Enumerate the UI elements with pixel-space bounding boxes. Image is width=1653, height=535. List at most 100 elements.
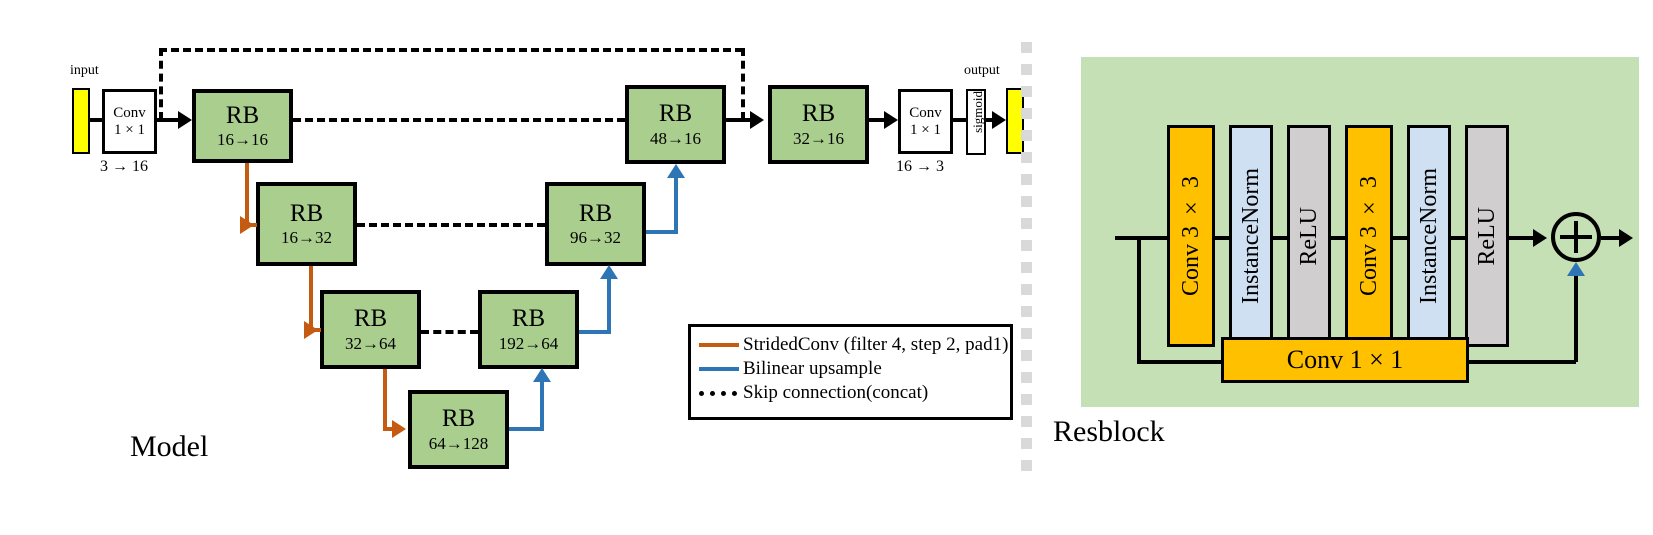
upsample-rb6-to-rb7-vertical <box>674 178 678 232</box>
arrow-sigmoid-to-output <box>992 111 1006 129</box>
edge-stemconv-to-rb1 <box>157 118 181 122</box>
resblock-caption: Resblock <box>1053 415 1165 448</box>
resblock-instancenorm-2-label: InstanceNorm <box>1415 168 1442 304</box>
resblock-diagram: Conv 3 × 3 InstanceNorm ReLU Conv 3 × 3 … <box>1053 0 1653 535</box>
input-label: input <box>70 63 99 78</box>
resblock-relu-1-label: ReLU <box>1295 206 1322 266</box>
rb-channels: 32→16 <box>793 128 844 148</box>
rb-channels: 32→64 <box>345 333 396 353</box>
rb-title: RB <box>801 100 836 128</box>
rb-title: RB <box>511 305 546 333</box>
upsample-rb6-to-rb7-horizontal <box>646 230 678 234</box>
rb-block-96-32: RB 96→32 <box>545 182 646 266</box>
sigmoid-block: sigmoid <box>966 89 986 155</box>
shortcut-down-vertical <box>1137 236 1141 364</box>
arrow-upsample-rb4-to-rb5 <box>533 368 551 382</box>
rb-title: RB <box>441 405 476 433</box>
skip-rb3-to-rb5 <box>421 330 478 334</box>
shortcut-up-vertical <box>1574 275 1578 362</box>
edge-rb7-to-rb8 <box>726 118 754 122</box>
rb-block-48-16: RB 48→16 <box>625 85 726 164</box>
legend-item-skip: Skip connection(concat) <box>699 381 1000 405</box>
rb-block-16-16: RB 16→16 <box>192 89 293 163</box>
shortcut-bottom-horizontal-right <box>1469 360 1576 364</box>
model-diagram: input Conv 1 × 1 3 → 16 RB 16→16 RB 16→3… <box>70 48 1024 469</box>
head-conv-line1: Conv <box>909 105 942 121</box>
resblock-relu-1: ReLU <box>1287 125 1331 347</box>
arrow-upsample-rb5-to-rb6 <box>600 265 618 279</box>
arrow-resblock-output <box>1619 229 1633 247</box>
rb-channels: 64→128 <box>428 433 489 453</box>
edge-input-to-stemconv <box>90 118 102 122</box>
rb-block-64-128: RB 64→128 <box>408 390 509 469</box>
resblock-instancenorm-1: InstanceNorm <box>1229 125 1273 347</box>
stridedconv-rb3-to-rb4-vertical <box>383 369 387 431</box>
resblock-conv3x3-2-label: Conv 3 × 3 <box>1355 175 1382 296</box>
rb-channels: 192→64 <box>498 333 559 353</box>
arrow-stridedconv-rb1-to-rb2 <box>240 216 254 234</box>
rb-channels: 96→32 <box>570 228 621 248</box>
rb-title: RB <box>658 100 693 128</box>
rb-block-16-32: RB 16→32 <box>256 182 357 266</box>
resblock-sum-node <box>1551 212 1601 262</box>
arrow-stemconv-to-rb1 <box>178 111 192 129</box>
rb-block-32-16: RB 32→16 <box>768 85 869 164</box>
edge-rb8-to-headconv <box>869 118 892 122</box>
legend-swatch-skip <box>699 390 737 396</box>
resblock-relu-2-label: ReLU <box>1473 206 1500 266</box>
sigmoid-label: sigmoid <box>970 91 985 133</box>
edge-sigmoid-to-output <box>986 118 996 122</box>
arrow-rb7-to-rb8 <box>750 111 764 129</box>
rb-block-32-64: RB 32→64 <box>320 290 421 369</box>
stem-conv-line1: Conv <box>113 105 146 121</box>
input-tensor <box>72 88 90 154</box>
resblock-instancenorm-1-label: InstanceNorm <box>1237 168 1264 304</box>
rb-channels: 48→16 <box>650 128 701 148</box>
legend-swatch-upsample <box>699 367 739 371</box>
arrow-stridedconv-rb2-to-rb3 <box>304 321 318 339</box>
resblock-shortcut-conv1x1: Conv 1 × 1 <box>1221 337 1469 383</box>
stridedconv-rb1-to-rb2-vertical <box>245 163 249 227</box>
arrow-shortcut-to-sum <box>1567 262 1585 276</box>
rb-title: RB <box>225 101 260 129</box>
rb-title: RB <box>289 199 324 227</box>
upsample-rb5-to-rb6-horizontal <box>579 330 611 334</box>
legend-label-stridedconv: StridedConv (filter 4, step 2, pad1) <box>743 334 1009 355</box>
upsample-rb5-to-rb6-vertical <box>607 278 611 332</box>
head-conv-line2: 1 × 1 <box>910 121 941 138</box>
head-conv-caption: 16 → 3 <box>896 158 944 175</box>
arrow-stridedconv-rb3-to-rb4 <box>392 420 406 438</box>
model-caption: Model <box>130 430 209 463</box>
skip-top-left-vertical <box>159 48 163 120</box>
legend-label-skip: Skip connection(concat) <box>743 382 929 403</box>
upsample-rb4-to-rb5-horizontal <box>509 427 544 431</box>
stridedconv-rb3-to-rb4-horizontal <box>383 427 395 431</box>
shortcut-bottom-horizontal-left <box>1137 360 1225 364</box>
panel-divider <box>1021 42 1032 482</box>
rb-title: RB <box>578 199 613 227</box>
legend-label-upsample: Bilinear upsample <box>743 358 882 379</box>
resblock-conv3x3-2: Conv 3 × 3 <box>1345 125 1393 347</box>
upsample-rb4-to-rb5-vertical <box>540 381 544 429</box>
skip-top-horizontal <box>159 48 743 52</box>
edge-headconv-to-sigmoid <box>953 118 966 122</box>
legend-swatch-stridedconv <box>699 343 739 347</box>
rb-channels: 16→32 <box>281 228 332 248</box>
skip-rb1-to-rb7 <box>293 118 625 122</box>
skip-top-right-vertical <box>741 48 745 120</box>
head-conv-block: Conv 1 × 1 <box>898 89 953 154</box>
resblock-output-line <box>1601 236 1625 240</box>
resblock-instancenorm-2: InstanceNorm <box>1407 125 1451 347</box>
resblock-shortcut-conv1x1-label: Conv 1 × 1 <box>1286 345 1404 374</box>
stem-conv-line2: 1 × 1 <box>114 121 145 138</box>
stridedconv-rb2-to-rb3-vertical <box>309 266 313 332</box>
arrow-rb8-to-headconv <box>884 111 898 129</box>
resblock-conv3x3-1: Conv 3 × 3 <box>1167 125 1215 347</box>
output-label: output <box>964 63 1000 78</box>
legend: StridedConv (filter 4, step 2, pad1) Bil… <box>688 324 1013 420</box>
skip-rb2-to-rb6 <box>357 223 545 227</box>
arrow-relu2-to-sum <box>1533 229 1547 247</box>
output-tensor <box>1006 88 1024 154</box>
legend-item-upsample: Bilinear upsample <box>699 357 1000 381</box>
